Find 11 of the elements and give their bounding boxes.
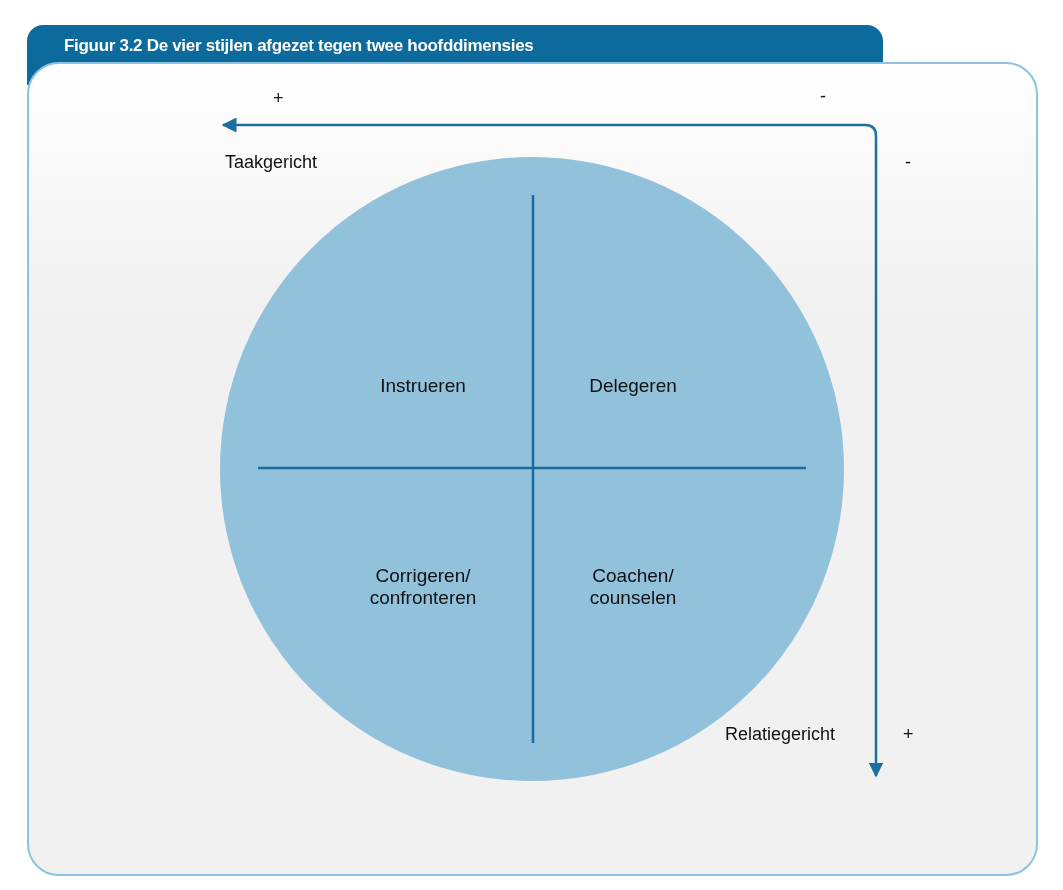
- axis-label: Taakgericht: [225, 152, 318, 173]
- quadrant-label: Instrueren: [379, 375, 467, 397]
- minus-sign: -: [905, 152, 911, 173]
- quadrant-label: Coachen/ counselen: [588, 565, 678, 609]
- plus-sign: +: [273, 88, 284, 109]
- axis-label: Relatiegericht: [725, 724, 836, 745]
- quadrant-label: Corrigeren/ confronteren: [368, 565, 478, 609]
- minus-sign: -: [820, 86, 826, 107]
- quadrant-label: Delegeren: [588, 375, 678, 397]
- figure-title: Figuur 3.2 De vier stijlen afgezet tegen twee hoofddimensies: [64, 36, 534, 56]
- plus-sign: +: [903, 724, 914, 745]
